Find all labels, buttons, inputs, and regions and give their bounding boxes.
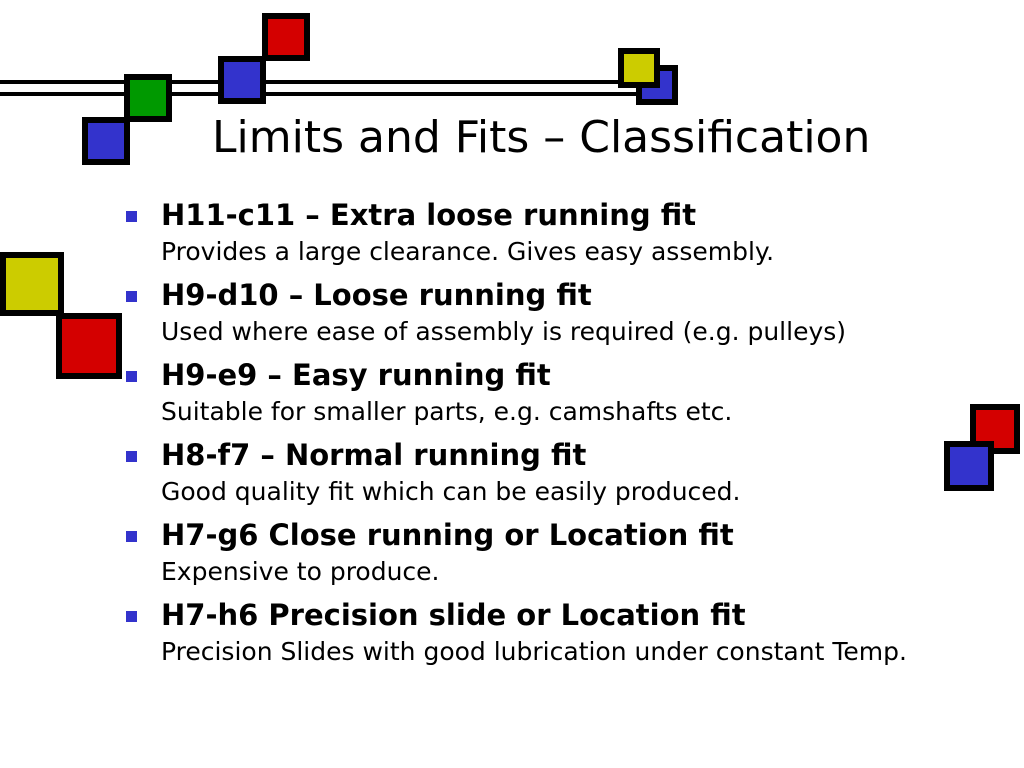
item-heading: H7-h6 Precision slide or Location fit (161, 598, 746, 632)
decor-square-blue-left (82, 117, 130, 165)
bullet-square-icon (126, 531, 137, 542)
list-item: H9-d10 – Loose running fit Used where ea… (120, 276, 1010, 349)
bullet-square-icon (126, 291, 137, 302)
decor-square-red-left (56, 313, 122, 379)
item-description: Good quality fit which can be easily pro… (161, 477, 741, 506)
decor-square-yellow-right-top (618, 48, 660, 88)
item-description: Used where ease of assembly is required … (161, 317, 847, 346)
item-description: Provides a large clearance. Gives easy a… (161, 237, 775, 266)
bullet-square-icon (126, 371, 137, 382)
item-heading: H8-f7 – Normal running fit (161, 438, 587, 472)
decor-square-green-top (124, 74, 172, 122)
item-description: Precision Slides with good lubrication u… (161, 637, 907, 666)
list-item: H7-g6 Close running or Location fit Expe… (120, 516, 1010, 589)
list-item: H8-f7 – Normal running fit Good quality … (120, 436, 1010, 509)
decor-square-blue-right (944, 441, 994, 491)
decor-square-red-top (262, 13, 310, 61)
header-bar-top (0, 80, 660, 84)
slide-title: Limits and Fits – Classification (212, 112, 871, 163)
item-description: Suitable for smaller parts, e.g. camshaf… (161, 397, 733, 426)
fit-classification-list: H11-c11 – Extra loose running fit Provid… (120, 196, 1010, 676)
header-bar-bottom (0, 92, 660, 96)
item-heading: H11-c11 – Extra loose running fit (161, 198, 697, 232)
decor-square-yellow-left (0, 252, 64, 316)
item-heading: H7-g6 Close running or Location fit (161, 518, 734, 552)
item-heading: H9-e9 – Easy running fit (161, 358, 551, 392)
list-item: H11-c11 – Extra loose running fit Provid… (120, 196, 1010, 269)
item-description: Expensive to produce. (161, 557, 440, 586)
list-item: H9-e9 – Easy running fit Suitable for sm… (120, 356, 1010, 429)
list-item: H7-h6 Precision slide or Location fit Pr… (120, 596, 1010, 669)
bullet-square-icon (126, 211, 137, 222)
bullet-square-icon (126, 451, 137, 462)
item-heading: H9-d10 – Loose running fit (161, 278, 592, 312)
decor-square-blue-top (218, 56, 266, 104)
bullet-square-icon (126, 611, 137, 622)
